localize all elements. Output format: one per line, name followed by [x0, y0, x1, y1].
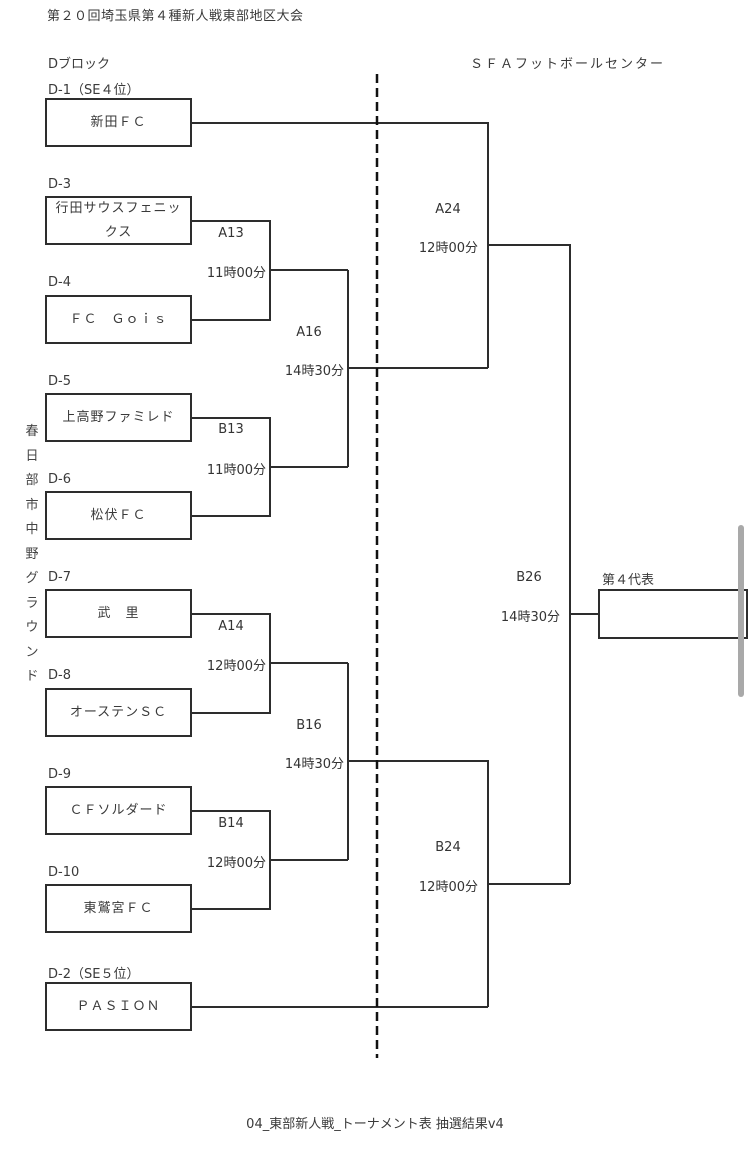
match-code-a16: A16: [296, 325, 322, 340]
seed-label: D-3: [48, 177, 71, 192]
match-code-a14: A14: [218, 619, 244, 634]
team-box: オーステンＳＣ: [45, 688, 192, 737]
venue-right-label: ＳＦＡフットボールセンター: [470, 57, 666, 72]
match-time-b13: 11時00分: [206, 463, 266, 478]
result-box: [598, 589, 748, 639]
team-box: 上高野ファミレド: [45, 393, 192, 442]
team-box: ＣＦソルダード: [45, 786, 192, 835]
match-time-b26: 14時30分: [500, 610, 560, 625]
block-label: Dブロック: [48, 57, 111, 72]
seed-label: D-1（SE４位）: [48, 83, 140, 98]
document-footer: 04_東部新人戦_トーナメント表 抽選結果v4: [246, 1117, 504, 1132]
seed-label: D-5: [48, 374, 71, 389]
vertical-scrollbar[interactable]: [738, 525, 744, 697]
result-label: 第４代表: [602, 573, 655, 588]
match-code-b26: B26: [516, 570, 542, 585]
team-box: 武 里: [45, 589, 192, 638]
team-box: ＰＡＳＩＯＮ: [45, 982, 192, 1031]
team-box: 松伏ＦＣ: [45, 491, 192, 540]
team-box: 東鷲宮ＦＣ: [45, 884, 192, 933]
line-a24-b26: [488, 244, 571, 884]
seed-label: D-10: [48, 865, 80, 880]
match-code-a13: A13: [218, 226, 244, 241]
match-code-b24: B24: [435, 840, 461, 855]
line-d1-a24: [192, 122, 489, 368]
match-code-b14: B14: [218, 816, 244, 831]
team-box: ＦＣ Ｇｏｉｓ: [45, 295, 192, 344]
seed-label: D-7: [48, 570, 71, 585]
seed-label: D-6: [48, 472, 71, 487]
match-time-a14: 12時00分: [206, 659, 266, 674]
match-time-b14: 12時00分: [206, 856, 266, 871]
seed-label: D-2（SE５位）: [48, 967, 140, 982]
team-box: 新田ＦＣ: [45, 98, 192, 147]
match-time-a16: 14時30分: [284, 364, 344, 379]
match-code-b13: B13: [218, 422, 244, 437]
venue-left-vertical-label: 春日部市中野グラウンド: [25, 424, 39, 684]
team-box: 行田サウスフェニックス: [45, 196, 192, 245]
match-code-b16: B16: [296, 718, 322, 733]
line-b16-b24: [348, 760, 489, 1007]
seed-label: D-9: [48, 767, 71, 782]
match-time-a13: 11時00分: [206, 266, 266, 281]
tournament-title: 第２０回埼玉県第４種新人戦東部地区大会: [47, 9, 304, 24]
match-time-a24: 12時00分: [418, 241, 478, 256]
seed-label: D-4: [48, 275, 71, 290]
seed-label: D-8: [48, 668, 71, 683]
match-time-b16: 14時30分: [284, 757, 344, 772]
match-code-a24: A24: [435, 202, 461, 217]
match-time-b24: 12時00分: [418, 880, 478, 895]
